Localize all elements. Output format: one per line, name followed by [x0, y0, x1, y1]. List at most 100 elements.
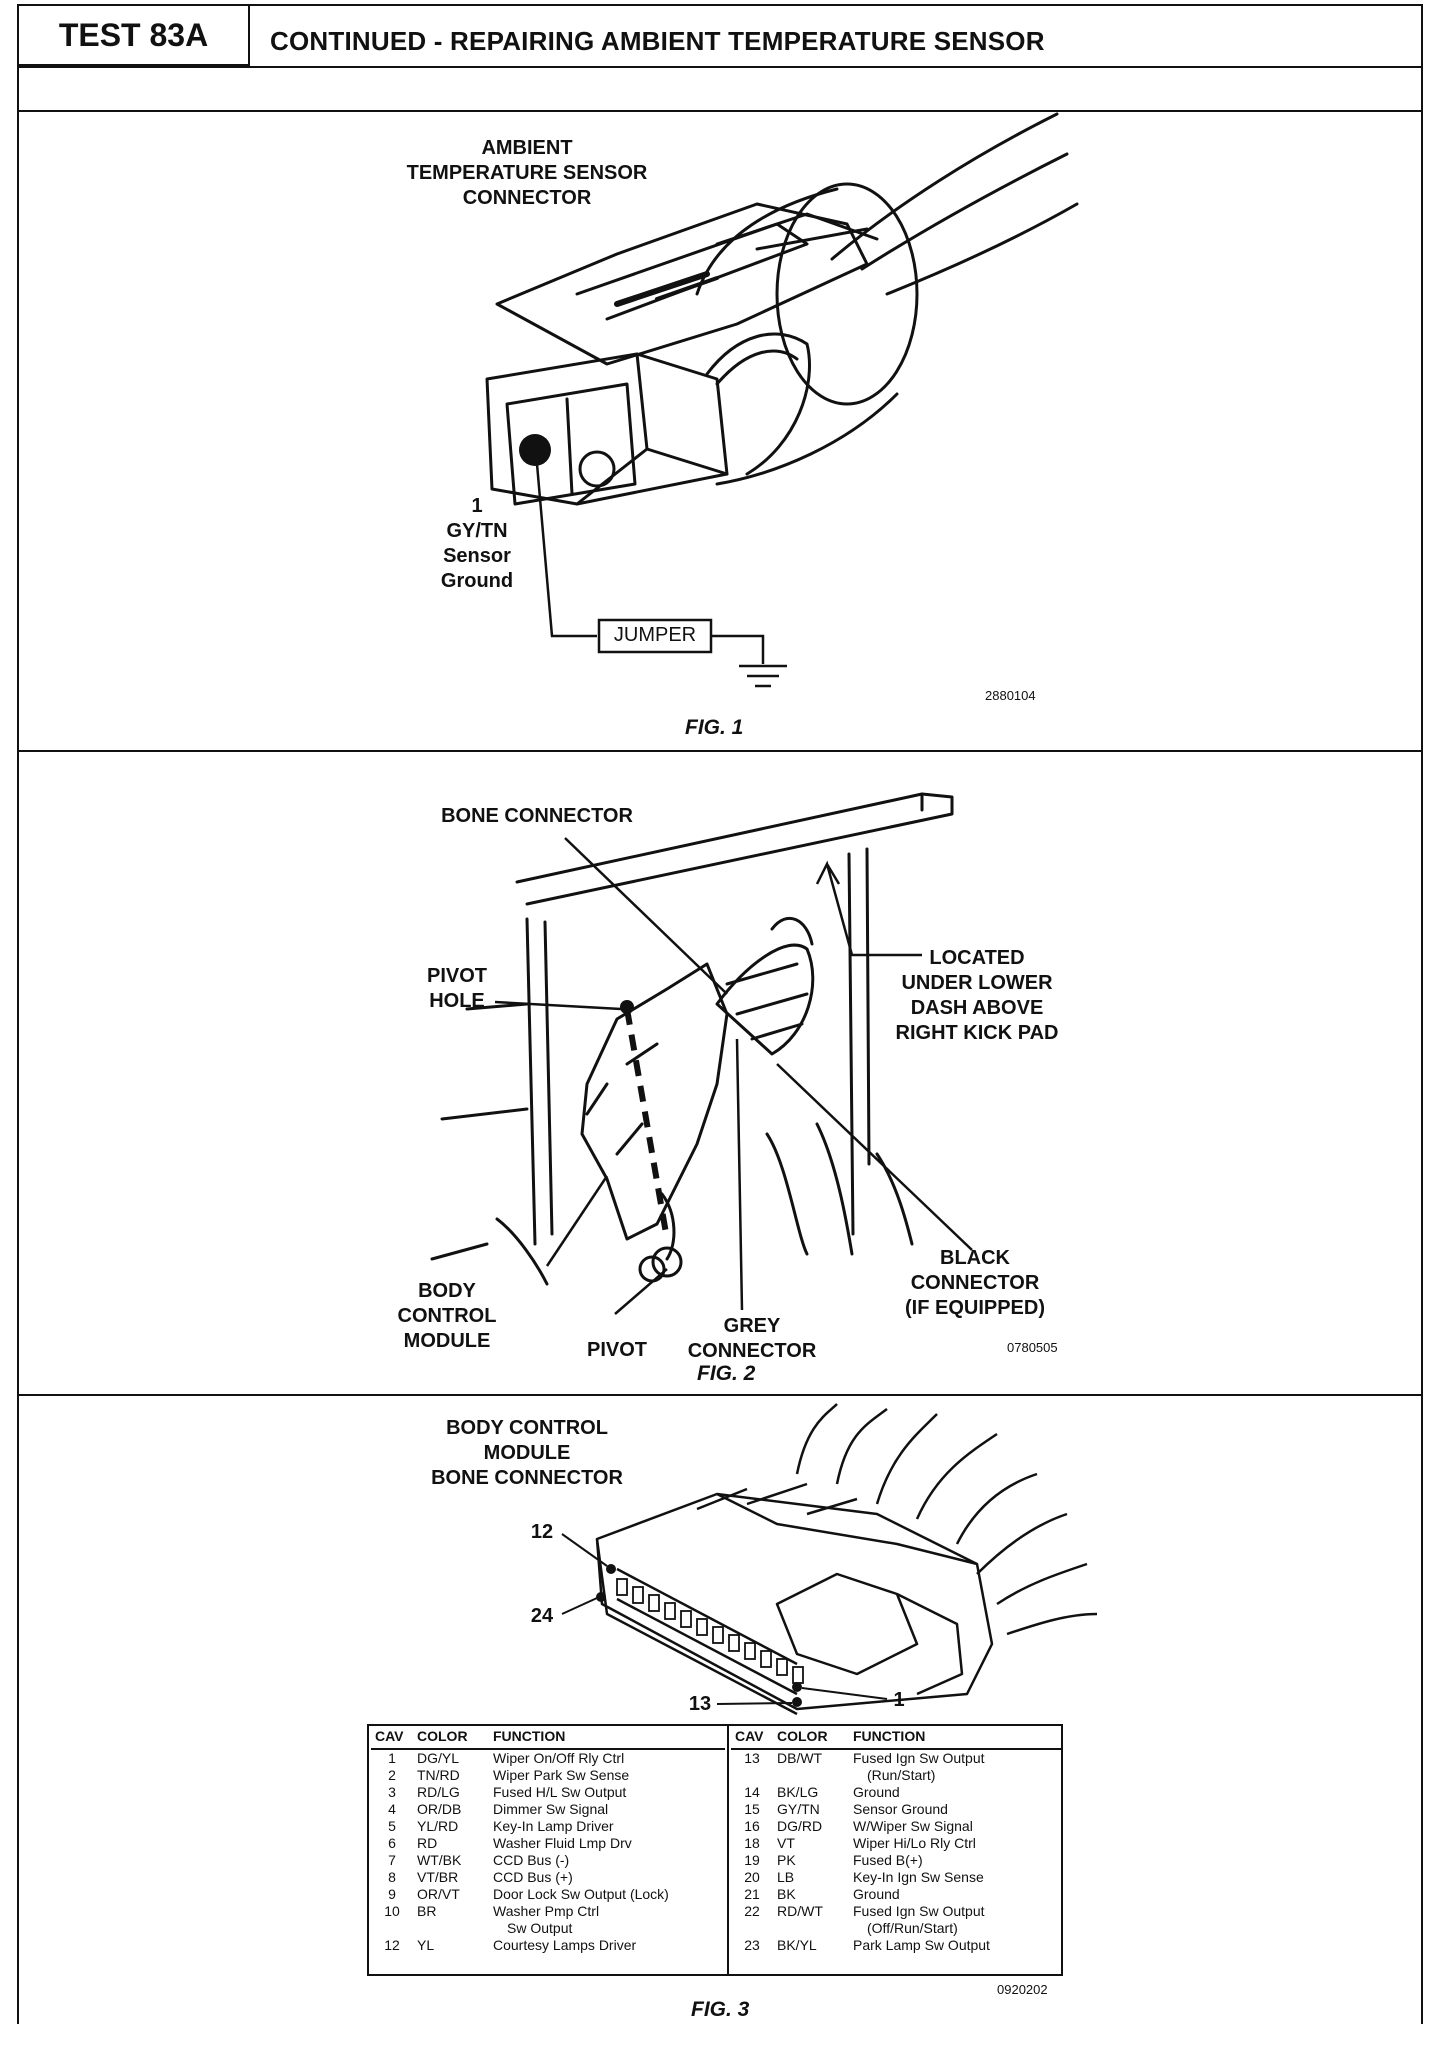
- black-connector-label: BLACK CONNECTOR (IF EQUIPPED): [904, 1247, 1045, 1319]
- cell-function: (Run/Start): [867, 1767, 936, 1783]
- fig1-caption: FIG. 1: [685, 716, 744, 739]
- grey-connector-label: GREY CONNECTOR: [687, 1315, 817, 1362]
- pin-12-callout: 12: [530, 1521, 554, 1543]
- cell-cav: 12: [384, 1937, 400, 1953]
- cell-function: Park Lamp Sw Output: [853, 1937, 990, 1953]
- jumper-label: JUMPER: [613, 624, 697, 646]
- cell-cav: 3: [388, 1784, 396, 1800]
- table-row: 5 YL/RD Key-In Lamp Driver: [371, 1818, 725, 1835]
- cell-color: RD: [417, 1835, 438, 1851]
- cell-color: YL: [417, 1937, 435, 1953]
- bcm-location-drawing: [430, 792, 973, 1315]
- cell-function: Washer Fluid Lmp Drv: [493, 1835, 632, 1851]
- cell-function: Fused Ign Sw Output: [853, 1903, 985, 1919]
- cell-cav: 2: [388, 1767, 396, 1783]
- cell-function: Fused B(+): [853, 1852, 923, 1868]
- pin1-cavity: [519, 434, 551, 466]
- cell-function: Key-In Ign Sw Sense: [853, 1869, 984, 1885]
- cell-cav: 13: [744, 1750, 760, 1766]
- table-row: (Run/Start): [731, 1767, 1061, 1784]
- col-cav: CAV: [371, 1726, 413, 1750]
- fig1-pin-label: 1 GY/TN Sensor Ground: [440, 495, 514, 592]
- cell-color: BK/YL: [777, 1937, 817, 1953]
- cell-cav: 22: [744, 1903, 760, 1919]
- col-color: COLOR: [413, 1726, 489, 1750]
- cell-cav: [731, 1920, 773, 1937]
- cell-color: [413, 1920, 489, 1937]
- fig3-caption: FIG. 3: [691, 1998, 750, 2021]
- cell-function: W/Wiper Sw Signal: [853, 1818, 973, 1834]
- fig1-part-number: 2880104: [985, 688, 1036, 703]
- cell-color: VT/BR: [417, 1869, 459, 1885]
- cell-color: DG/RD: [777, 1818, 823, 1834]
- cell-color: LB: [777, 1869, 795, 1885]
- fig2-caption: FIG. 2: [697, 1362, 756, 1385]
- cell-color: DB/WT: [777, 1750, 823, 1766]
- cell-function: Key-In Lamp Driver: [493, 1818, 614, 1834]
- cell-cav: 4: [388, 1801, 396, 1817]
- cell-color: TN/RD: [417, 1767, 460, 1783]
- table-row: (Off/Run/Start): [731, 1920, 1061, 1937]
- cell-cav: 20: [744, 1869, 760, 1885]
- cell-function: Dimmer Sw Signal: [493, 1801, 609, 1817]
- cell-cav: 5: [388, 1818, 396, 1834]
- cell-function: Ground: [853, 1784, 900, 1800]
- table-divider: [727, 1726, 729, 1974]
- pivot-hole-label: PIVOT HOLE: [426, 965, 487, 1012]
- cell-color: BR: [417, 1903, 437, 1919]
- table-row: 13 DB/WT Fused Ign Sw Output: [731, 1749, 1061, 1767]
- cell-cav: 21: [744, 1886, 760, 1902]
- cell-cav: 10: [384, 1903, 400, 1919]
- fig1-connector-label: AMBIENT TEMPERATURE SENSOR CONNECTOR: [406, 137, 648, 209]
- cell-color: VT: [777, 1835, 795, 1851]
- cell-color: OR/VT: [417, 1886, 460, 1902]
- cell-function: Door Lock Sw Output (Lock): [493, 1886, 669, 1902]
- cell-color: RD/WT: [777, 1903, 823, 1919]
- table-row: 2 TN/RD Wiper Park Sw Sense: [371, 1767, 725, 1784]
- manual-page: TEST 83A CONTINUED - REPAIRING AMBIENT T…: [17, 4, 1423, 2024]
- bone-connector-label: BONE CONNECTOR: [441, 805, 633, 827]
- fig3-title: BODY CONTROL MODULE BONE CONNECTOR: [431, 1417, 623, 1489]
- cell-cav: [371, 1920, 413, 1937]
- cell-color: BK/LG: [777, 1784, 819, 1800]
- cell-function: Fused Ign Sw Output: [853, 1750, 985, 1766]
- fig3-part-number: 0920202: [997, 1982, 1048, 1997]
- body-control-module-label: BODY CONTROL MODULE: [397, 1280, 497, 1352]
- cell-function: Wiper Hi/Lo Rly Ctrl: [853, 1835, 976, 1851]
- pin-1-callout: 1: [893, 1689, 905, 1711]
- fig2-panel: [17, 750, 1423, 1394]
- cell-function: (Off/Run/Start): [867, 1920, 958, 1936]
- col-color: COLOR: [773, 1726, 849, 1750]
- table-row: Sw Output: [371, 1920, 725, 1937]
- header-divider: [17, 66, 1423, 68]
- cell-function: Wiper Park Sw Sense: [493, 1767, 630, 1783]
- cell-function: Ground: [853, 1886, 900, 1902]
- pin-13-callout: 13: [688, 1693, 712, 1715]
- col-function: FUNCTION: [489, 1726, 725, 1750]
- cell-cav: [731, 1767, 773, 1784]
- fig1-panel: [17, 110, 1423, 750]
- located-label: LOCATED UNDER LOWER DASH ABOVE RIGHT KIC…: [895, 947, 1059, 1044]
- cell-cav: 1: [388, 1750, 396, 1766]
- cell-cav: 15: [744, 1801, 760, 1817]
- cell-function: CCD Bus (+): [493, 1869, 573, 1885]
- cell-color: YL/RD: [417, 1818, 459, 1834]
- col-function: FUNCTION: [849, 1726, 1061, 1750]
- cell-cav: 23: [744, 1937, 760, 1953]
- test-label: TEST 83A: [17, 4, 250, 66]
